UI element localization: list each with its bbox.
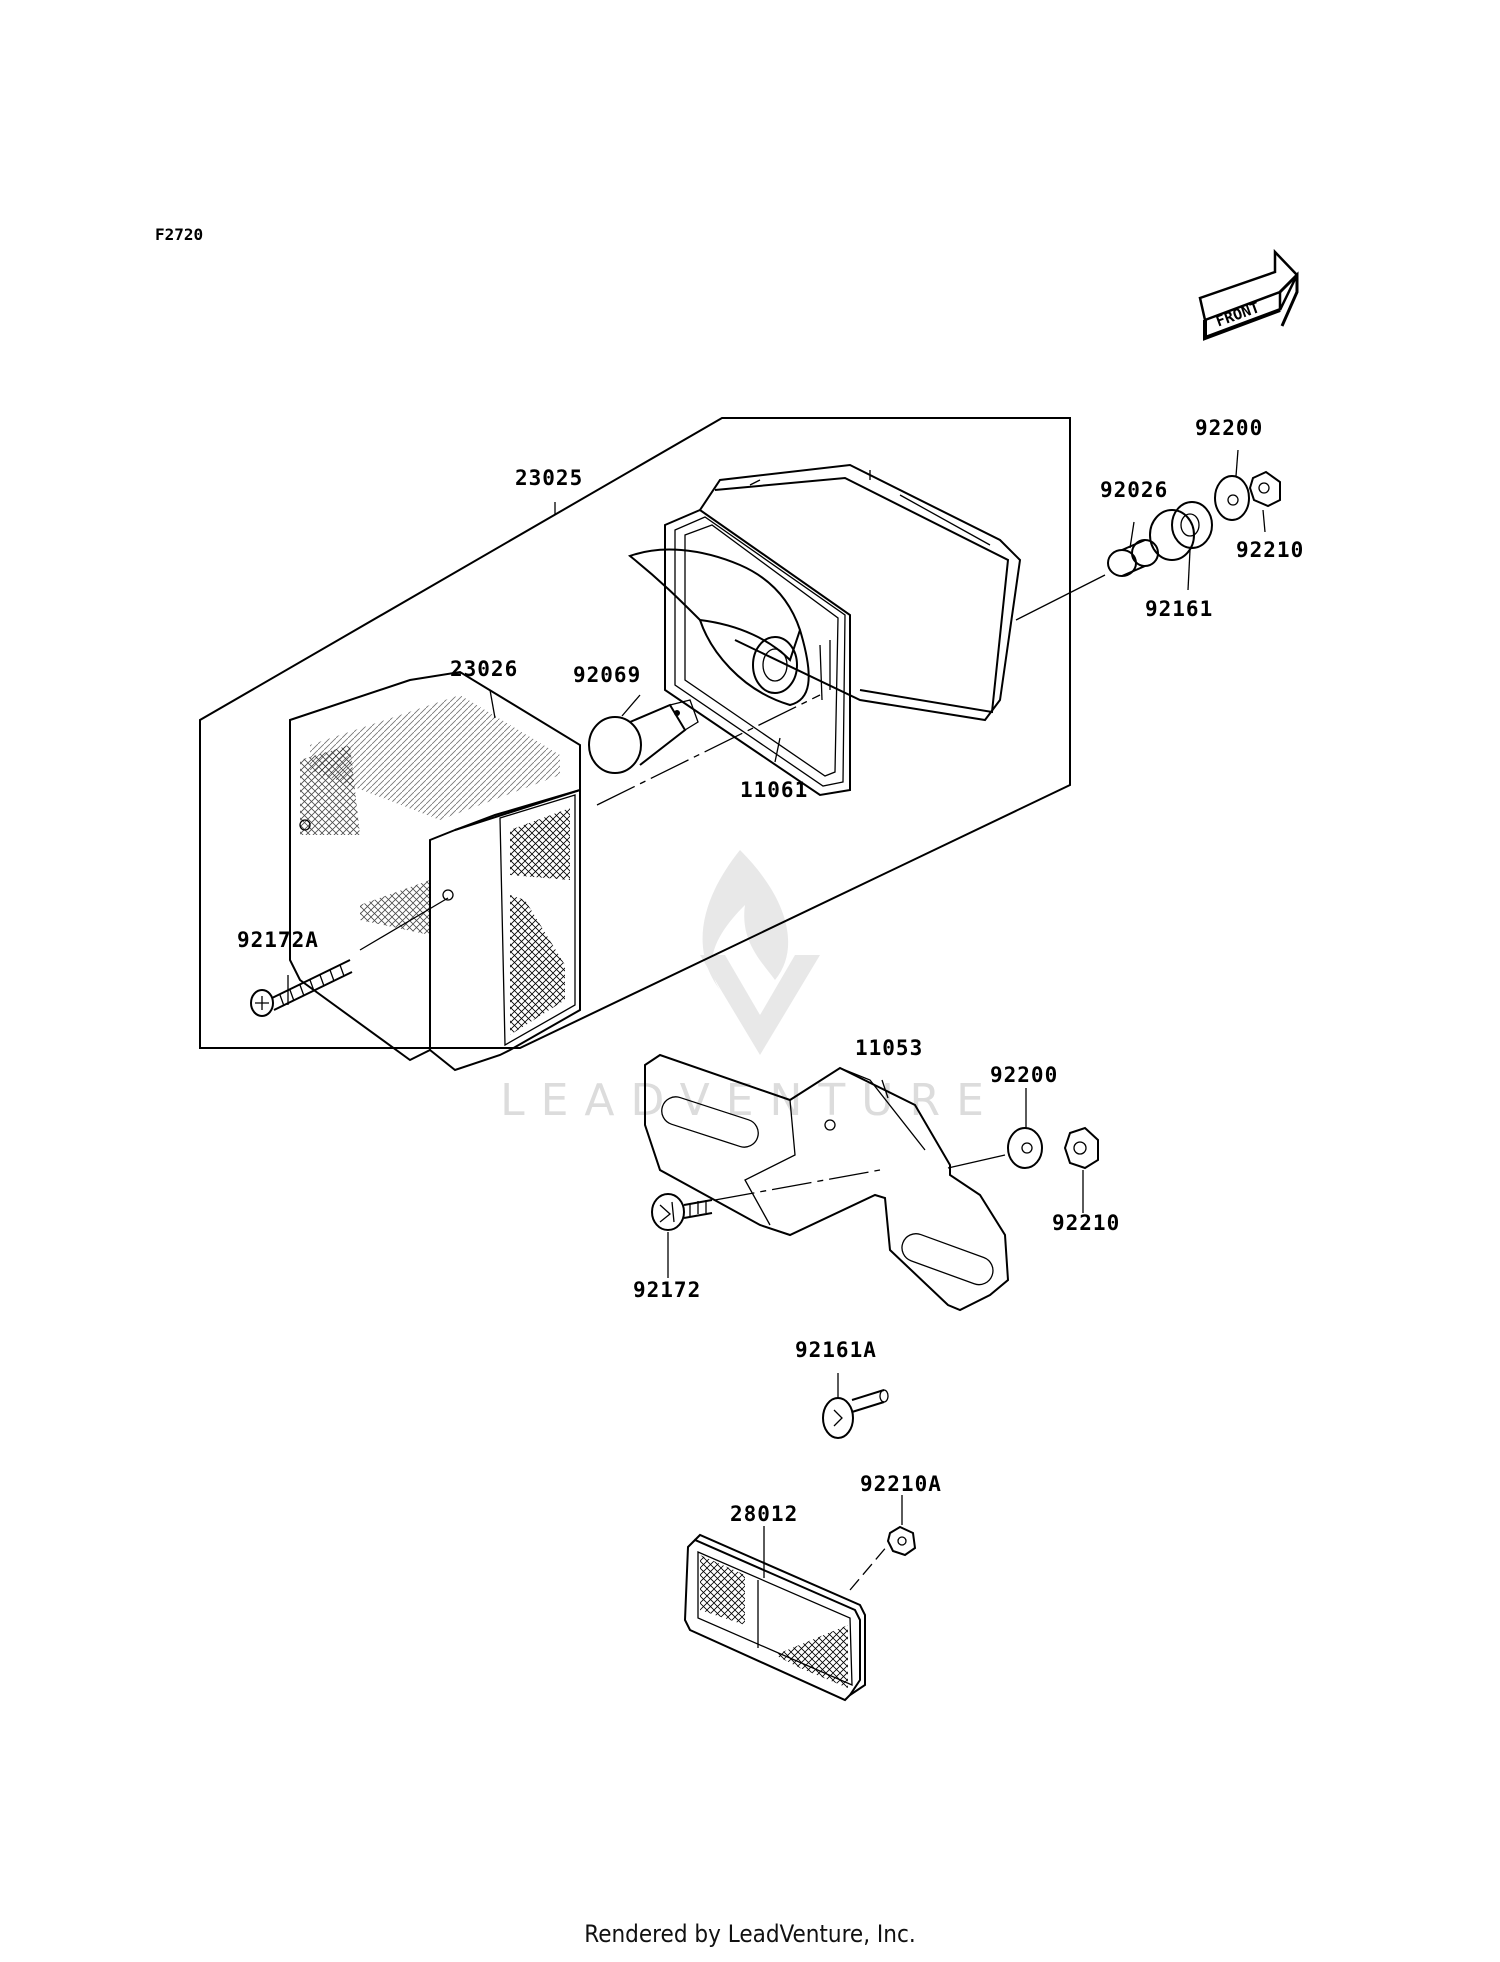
reflector: [683, 1533, 866, 1702]
label-92200-top: 92200: [1195, 416, 1263, 440]
label-92172A: 92172A: [237, 928, 319, 952]
label-92210-top: 92210: [1236, 538, 1304, 562]
label-92161: 92161: [1145, 597, 1213, 621]
footer-credit: Rendered by LeadVenture, Inc.: [584, 1920, 916, 1948]
screw-92172A: [250, 959, 353, 1017]
figure-code: F2720: [155, 225, 203, 244]
washer-92200-top: [1214, 475, 1250, 521]
lens: [289, 670, 581, 1072]
leader-lines: [287, 449, 1266, 1591]
label-92210A: 92210A: [860, 1472, 942, 1496]
label-11061: 11061: [740, 778, 808, 802]
bracket: [644, 1053, 1010, 1312]
label-92069: 92069: [573, 663, 641, 687]
assembly-outline: [199, 417, 1071, 1049]
collar-92026: [1107, 539, 1159, 577]
screw-92172: [651, 1193, 713, 1231]
nut-92210-top: [1248, 470, 1281, 508]
nut-92210-mid: [1063, 1126, 1099, 1170]
label-28012: 28012: [730, 1502, 798, 1526]
watermark-text: LEADVENTURE: [500, 1075, 1000, 1126]
washer-92200-mid: [1007, 1127, 1043, 1169]
label-23026: 23026: [450, 657, 518, 681]
label-92210-mid: 92210: [1052, 1211, 1120, 1235]
front-arrow-icon: FRONT: [1198, 248, 1299, 341]
lamp-housing: [627, 463, 1022, 797]
label-92026: 92026: [1100, 478, 1168, 502]
label-11053: 11053: [855, 1036, 923, 1060]
label-23025: 23025: [515, 466, 583, 490]
label-92161A: 92161A: [795, 1338, 877, 1362]
grommet-92161: [1149, 501, 1213, 561]
nut-92210A: [886, 1525, 917, 1557]
label-92200-mid: 92200: [990, 1063, 1058, 1087]
bolt-92161A: [822, 1389, 889, 1439]
label-92172: 92172: [633, 1278, 701, 1302]
bulb: [588, 699, 699, 774]
